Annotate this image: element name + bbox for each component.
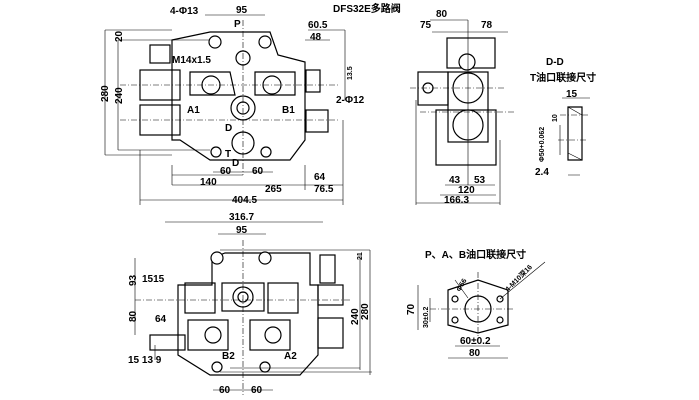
dim-316-7: 316.7 [229,212,254,223]
dim-30: 30±0.2 [423,307,430,328]
dim-48: 48 [310,32,322,43]
dim-78: 78 [481,20,493,31]
thread-label: 4-M10深16 [503,262,534,293]
port-a2: A2 [284,351,297,362]
dim-15-15: 1515 [142,274,165,285]
dim-21: 21 [357,252,364,260]
dim-75: 75 [420,20,432,31]
port-b1: B1 [282,105,295,116]
dim-80: 80 [436,9,448,20]
side-view: 80 75 78 43 53 120 166.3 [410,9,515,206]
dim-70: 70 [406,303,417,315]
port-detail-title: P、A、B油口联接尺寸 [425,248,526,261]
dim-166-3: 166.3 [444,195,469,206]
dim-95: 95 [236,225,248,236]
dim-80: 80 [469,348,481,359]
dim-60: 60 [219,385,231,396]
section-dd: D-D T油口联接尺寸 15 10 Φ50+0.062 2.4 [530,57,596,178]
port-pab-detail: P、A、B油口联接尺寸 Φ56 4-M10深16 70 30±0.2 60±0.… [406,248,546,359]
dim-140: 140 [200,177,217,188]
dim-15: 15 [566,89,578,100]
p-port-label: P [234,19,241,30]
dim-60-5: 60.5 [308,20,328,31]
dim-265: 265 [265,184,282,195]
section-subtitle: T油口联接尺寸 [530,71,596,84]
bottom-view: 316.7 95 21 240 280 B2 A2 60 60 93 1515 … [128,212,372,396]
dim-60: 60 [252,166,264,177]
dim-280: 280 [100,85,111,102]
dim-20: 20 [114,30,125,42]
section-mark-d: D [225,123,232,134]
drawing-title: DFS32E多路阀 [333,2,401,15]
dim-404-5: 404.5 [232,195,257,206]
t-port-label: T [225,149,231,160]
dim-280: 280 [360,303,371,320]
dim-95: 95 [236,5,248,16]
dim-13-5: 13.5 [347,66,354,80]
port-b2: B2 [222,351,235,362]
dim-60: 60 [251,385,263,396]
dim-120: 120 [458,185,475,196]
top-view: 4-Φ13 95 P DFS32E多路阀 60.5 48 M14x1.5 A1 … [100,2,401,206]
dim-93: 93 [128,274,139,286]
port-a1: A1 [187,105,200,116]
section-mark-d: D [232,158,239,169]
dim-240: 240 [114,87,125,104]
dim-10: 10 [552,114,559,122]
dim-15-13-9: 15 13 9 [128,355,162,366]
dim-dia-50: Φ50+0.062 [539,127,546,162]
pin-label: 2-Φ12 [336,95,365,106]
dim-80: 80 [128,310,139,322]
dim-2-4: 2.4 [535,167,549,178]
dim-60: 60 [220,166,232,177]
holes-label: 4-Φ13 [170,6,199,17]
thread-label: M14x1.5 [172,55,211,66]
section-title: D-D [546,57,564,68]
dim-240: 240 [350,308,361,325]
dim-43: 43 [449,175,461,186]
dim-dia-56: Φ56 [456,278,469,293]
dim-76-5: 76.5 [314,184,334,195]
dim-64: 64 [155,314,167,325]
dim-53: 53 [474,175,486,186]
dim-60: 60±0.2 [460,336,491,347]
dim-64: 64 [314,172,326,183]
